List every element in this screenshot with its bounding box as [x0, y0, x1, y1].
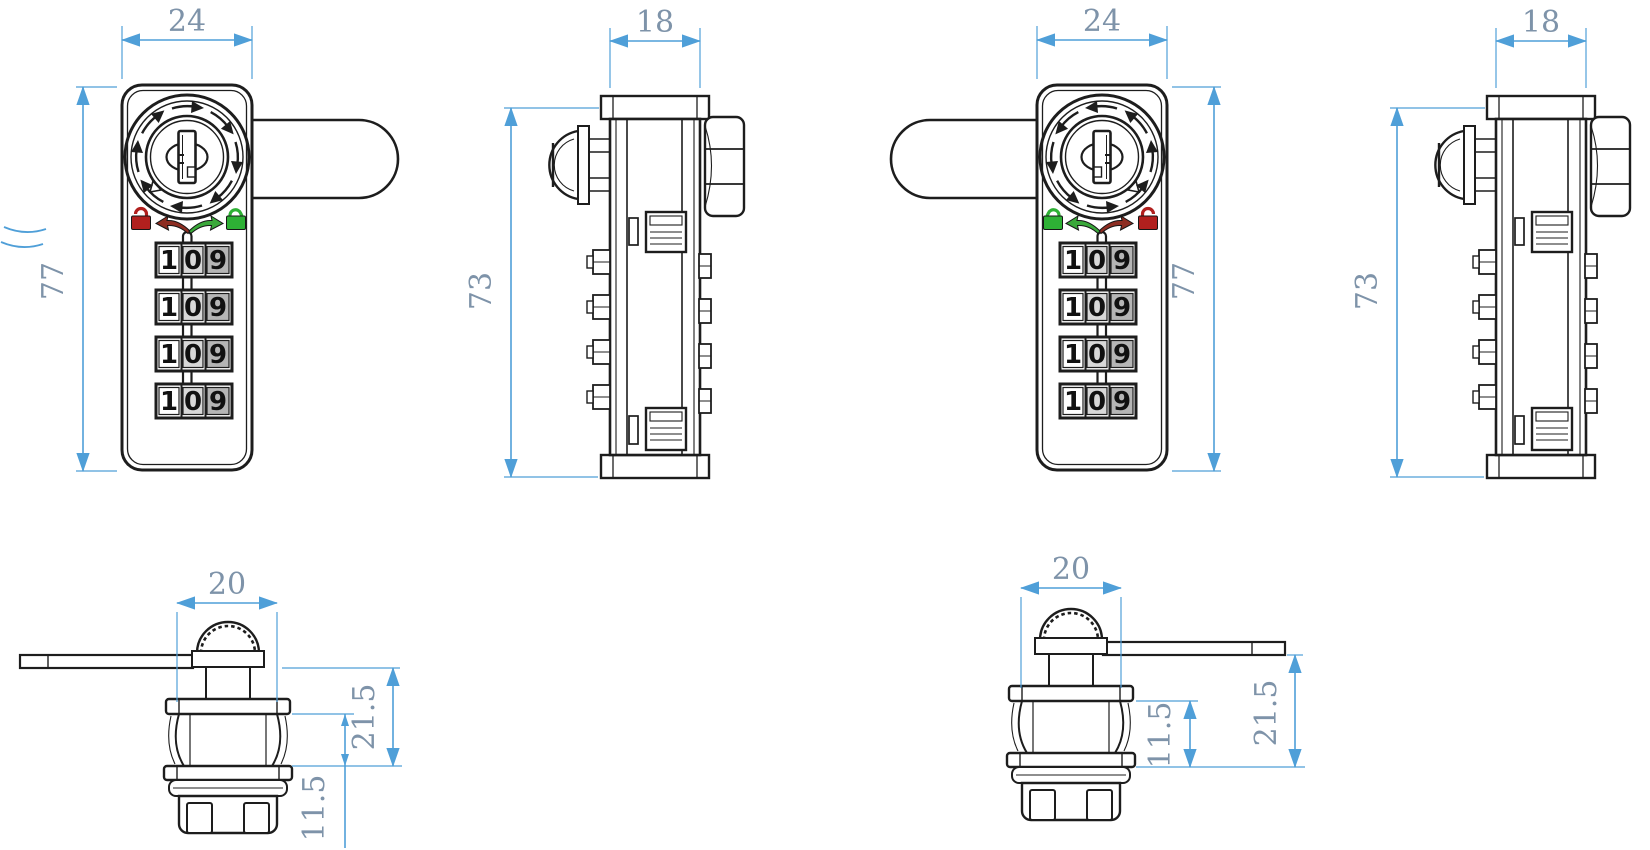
dim-label-overall: 21.5 — [347, 684, 382, 751]
dimension-width-front-right: 24 — [1036, 4, 1168, 79]
dim-label-overall: 21.5 — [1249, 680, 1284, 747]
wheel-digit: 0 — [1088, 293, 1106, 323]
dimension-overall-bottom-right: 21.5 — [1249, 654, 1303, 768]
side-view-right: 18 73 — [1350, 5, 1632, 480]
wheel-digit: 9 — [209, 340, 227, 370]
dimension-height-side-right: 73 — [1350, 107, 1485, 478]
break-mark — [3, 226, 47, 233]
dimension-height-front-left: 77 — [36, 86, 117, 472]
dim-label-height: 73 — [464, 272, 499, 310]
dim-label-width: 24 — [168, 4, 206, 39]
dim-label-lower: 11.5 — [297, 775, 332, 842]
front-view-left: 1 0 9 1 0 9 1 0 9 1 0 9 24 77 — [0, 4, 400, 472]
wheel-digit: 1 — [160, 340, 178, 370]
dim-label-height: 77 — [1167, 262, 1202, 300]
dimension-lower-bottom-right: 11.5 — [1136, 700, 1305, 769]
wheel-digit: 0 — [184, 340, 202, 370]
dim-label-height: 77 — [36, 262, 71, 300]
dim-label-lower: 11.5 — [1143, 702, 1178, 769]
wheel-digit: 9 — [1113, 246, 1131, 276]
wheel-digit: 0 — [1088, 387, 1106, 417]
dimension-height-side-left: 73 — [464, 107, 599, 478]
wheel-digit: 1 — [160, 293, 178, 323]
wheel-digit: 1 — [160, 387, 178, 417]
wheel-digit: 1 — [1064, 246, 1082, 276]
front-view-right: 1 0 9 1 0 9 1 0 9 1 0 9 24 77 — [889, 4, 1221, 472]
cam-bar — [18, 653, 195, 670]
dimension-width-bottom-right: 20 — [1020, 552, 1122, 688]
dim-label-width: 20 — [1052, 552, 1090, 587]
wheel-digit: 9 — [209, 387, 227, 417]
digit-wheel-rows: 1 0 9 1 0 9 1 0 9 1 0 9 — [154, 241, 234, 420]
wheel-digit: 9 — [1113, 340, 1131, 370]
wheel-digit: 0 — [1088, 340, 1106, 370]
wheel-digit: 9 — [1113, 387, 1131, 417]
wheel-digit: 9 — [209, 246, 227, 276]
side-view-left: 18 73 — [464, 5, 746, 480]
wheel-digit: 0 — [184, 387, 202, 417]
dim-label-width: 24 — [1083, 4, 1121, 39]
wheel-digit: 0 — [1088, 246, 1106, 276]
dim-label-width: 20 — [208, 567, 246, 602]
wheel-digit: 0 — [184, 293, 202, 323]
wheel-digit: 9 — [1113, 293, 1131, 323]
wheel-digit: 1 — [1064, 340, 1082, 370]
dimension-width-bottom-left: 20 — [176, 567, 278, 702]
break-mark — [0, 241, 44, 248]
cam-bar — [1101, 640, 1287, 657]
bottom-view-left: 20 21.5 11.5 — [18, 567, 402, 848]
dimension-height-front-right: 77 — [1167, 86, 1221, 472]
dim-label-depth: 18 — [1522, 5, 1560, 40]
dimension-overall-bottom-left: 21.5 — [282, 667, 402, 767]
dimension-lower-bottom-left: 11.5 — [292, 713, 354, 848]
dimension-width-front-left: 24 — [121, 4, 253, 79]
dimension-depth-side-right: 18 — [1495, 5, 1587, 88]
dim-label-depth: 18 — [636, 5, 674, 40]
wheel-digit: 1 — [160, 246, 178, 276]
dimension-depth-side-left: 18 — [609, 5, 701, 88]
wheel-digit: 9 — [209, 293, 227, 323]
wheel-digit: 1 — [1064, 387, 1082, 417]
wheel-digit: 1 — [1064, 293, 1082, 323]
dim-label-height: 73 — [1350, 272, 1385, 310]
bottom-view-right: 20 11.5 21.5 — [1005, 552, 1305, 822]
wheel-digit: 0 — [184, 246, 202, 276]
digit-wheel-rows: 1 0 9 1 0 9 1 0 9 1 0 9 — [1058, 241, 1138, 420]
